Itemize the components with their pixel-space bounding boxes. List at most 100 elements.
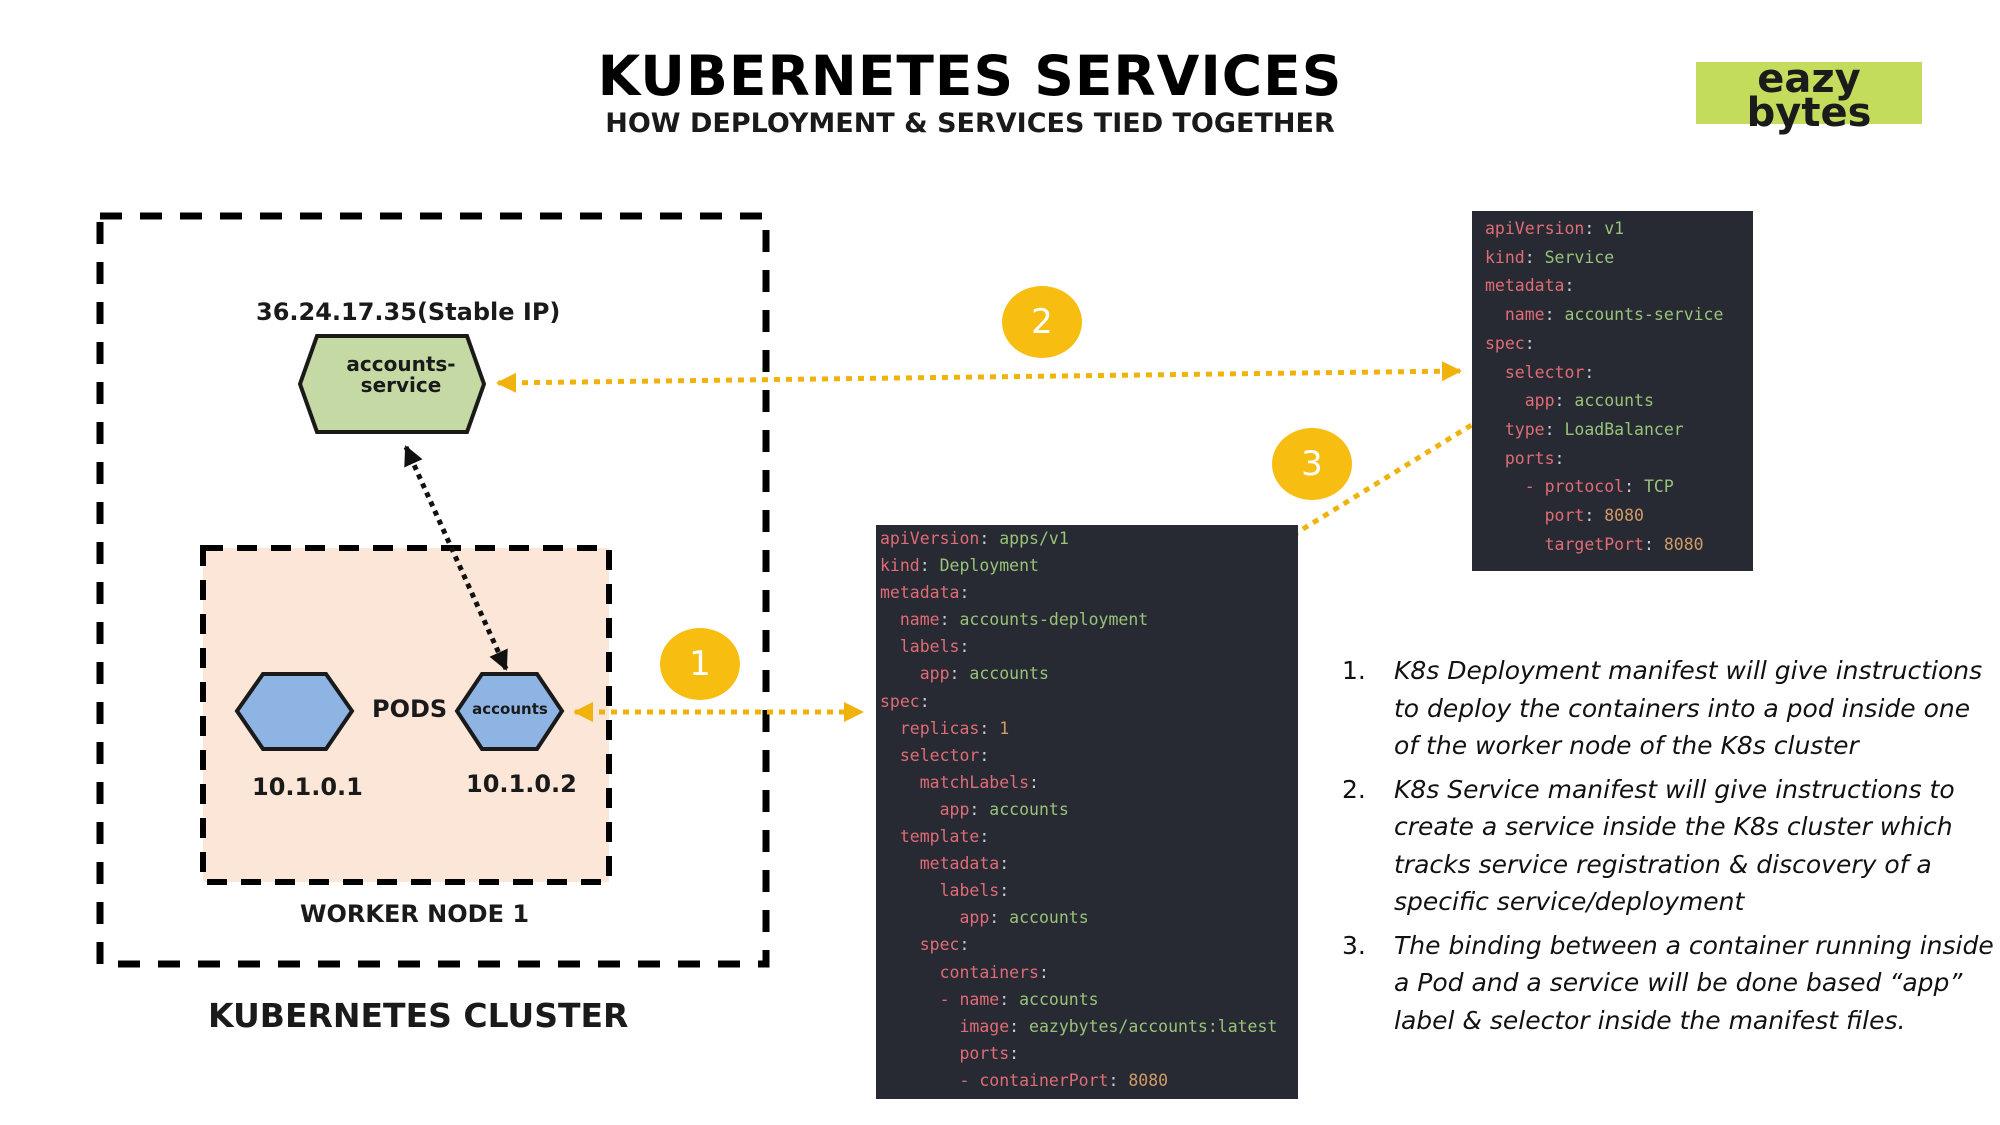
code-key: app xyxy=(880,799,970,819)
code-key: - containerPort xyxy=(880,1070,1109,1090)
code-punct: : xyxy=(1624,477,1644,497)
code-line: kind: Deployment xyxy=(880,552,1298,579)
code-key: port xyxy=(1485,506,1585,526)
code-line: app: accounts xyxy=(880,660,1298,687)
code-punct: : xyxy=(959,935,970,955)
pod-hexagon-1 xyxy=(234,672,355,751)
code-line: metadata: xyxy=(880,850,1298,877)
code-line: name: accounts-service xyxy=(1485,301,1753,330)
code-key: metadata xyxy=(880,854,1000,874)
service-hexagon xyxy=(297,334,487,434)
arrow-service-manifest xyxy=(496,361,1462,393)
code-key: name xyxy=(880,610,940,630)
pod-hexagon-2 xyxy=(454,672,565,751)
pod-2-ip: 10.1.0.2 xyxy=(466,770,577,798)
pod-1-ip: 10.1.0.1 xyxy=(252,773,363,801)
code-line: labels: xyxy=(880,633,1298,660)
cluster-label: KUBERNETES CLUSTER xyxy=(208,996,629,1035)
code-key: matchLabels xyxy=(880,772,1030,792)
code-value: accounts xyxy=(989,799,1069,819)
note-text: K8s Service manifest will give instructi… xyxy=(1394,774,1955,917)
note-text: The binding between a container running … xyxy=(1394,930,1994,1035)
code-key: app xyxy=(880,664,950,684)
code-value: accounts xyxy=(1574,391,1654,411)
code-key: targetPort xyxy=(1485,534,1644,554)
code-key: ports xyxy=(1485,448,1555,468)
code-value: 8080 xyxy=(1663,534,1704,554)
code-punct: : xyxy=(1554,391,1575,411)
code-value: accounts-service xyxy=(1564,305,1724,325)
code-punct: : xyxy=(999,854,1010,874)
code-punct: : xyxy=(1108,1070,1129,1090)
code-punct: : xyxy=(1584,362,1595,382)
code-value: apps/v1 xyxy=(999,529,1069,548)
note-number: 1. xyxy=(1342,656,1366,685)
code-line: - protocol: TCP xyxy=(1485,473,1753,502)
step-badge-1: 1 xyxy=(660,628,740,700)
code-punct: : xyxy=(979,529,1000,548)
code-punct: : xyxy=(989,908,1010,928)
code-line: spec: xyxy=(1485,330,1753,359)
code-punct: : xyxy=(919,556,940,576)
step-badge-3: 3 xyxy=(1272,428,1352,500)
worker-node-label: WORKER NODE 1 xyxy=(300,900,530,928)
code-key: name xyxy=(1485,305,1545,325)
code-line: ports: xyxy=(1485,445,1753,474)
code-punct: : xyxy=(1038,962,1049,982)
code-key: spec xyxy=(1485,333,1525,353)
code-punct: : xyxy=(1584,506,1605,526)
pod-2-label: accounts xyxy=(472,700,548,718)
code-punct: : xyxy=(999,989,1020,1009)
code-line: template: xyxy=(880,823,1298,850)
code-key: - protocol xyxy=(1485,477,1625,497)
cluster-boundary xyxy=(96,212,770,968)
code-value: accounts xyxy=(969,664,1049,684)
code-line: name: accounts-deployment xyxy=(880,606,1298,633)
code-punct: : xyxy=(959,583,970,603)
code-line: targetPort: 8080 xyxy=(1485,531,1753,560)
code-punct: : xyxy=(1009,1016,1030,1036)
pods-label: PODS xyxy=(372,695,448,723)
code-key: containers xyxy=(880,962,1039,982)
code-key: apiVersion xyxy=(880,529,980,548)
code-key: labels xyxy=(880,637,960,657)
code-value: 8080 xyxy=(1604,506,1644,526)
code-key: spec xyxy=(880,935,960,955)
code-key: - name xyxy=(880,989,1000,1009)
code-value: accounts xyxy=(1019,989,1099,1009)
code-value: 1 xyxy=(999,718,1010,738)
code-line: selector: xyxy=(1485,359,1753,388)
code-punct: : xyxy=(969,799,990,819)
code-punct: : xyxy=(979,718,1000,738)
code-line: app: accounts xyxy=(880,904,1298,931)
code-key: app xyxy=(880,908,990,928)
code-value: eazybytes/accounts:latest xyxy=(1029,1016,1278,1036)
code-line: matchLabels: xyxy=(880,769,1298,796)
code-punct: : xyxy=(949,664,970,684)
code-punct: : xyxy=(1544,419,1565,439)
code-line: metadata: xyxy=(1485,272,1753,301)
logo-line-1: eazy xyxy=(1757,56,1861,102)
code-line: - name: accounts xyxy=(880,986,1298,1013)
note-number: 2. xyxy=(1342,774,1366,804)
code-line: port: 8080 xyxy=(1485,502,1753,531)
code-key: kind xyxy=(1485,247,1525,267)
code-key: selector xyxy=(880,745,980,765)
code-punct: : xyxy=(919,691,930,711)
code-line: kind: Service xyxy=(1485,244,1753,273)
code-punct: : xyxy=(979,827,990,847)
logo-line-2: bytes xyxy=(1746,90,1872,136)
code-line: replicas: 1 xyxy=(880,715,1298,742)
code-value: LoadBalancer xyxy=(1564,419,1684,439)
eazybytes-logo: eazy bytes xyxy=(1696,56,1922,136)
code-key: image xyxy=(880,1016,1010,1036)
code-key: type xyxy=(1485,419,1545,439)
code-punct: : xyxy=(1554,448,1565,468)
code-line: containers: xyxy=(880,959,1298,986)
note-number: 3. xyxy=(1342,930,1366,960)
code-key: kind xyxy=(880,556,920,576)
code-value: v1 xyxy=(1604,219,1625,238)
code-key: metadata xyxy=(880,583,960,603)
code-punct: : xyxy=(939,610,960,630)
code-line: apiVersion: v1 xyxy=(1485,215,1753,244)
